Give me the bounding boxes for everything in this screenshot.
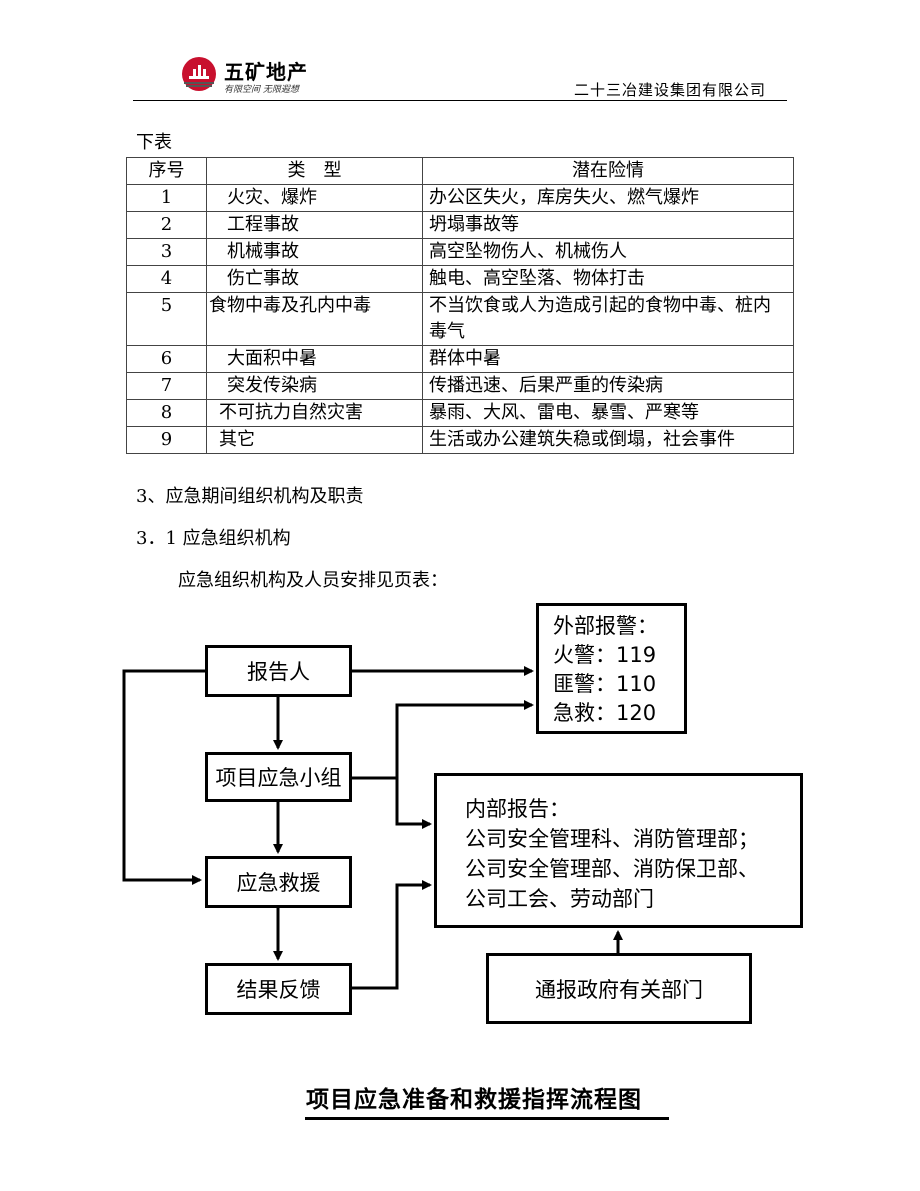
node-feedback: 结果反馈	[205, 963, 352, 1015]
cell-no: 7	[126, 372, 207, 400]
cell-risk: 触电、高空坠落、物体打击	[422, 265, 794, 293]
flowchart-caption: 项目应急准备和救援指挥流程图	[306, 1087, 642, 1113]
internal-line-3: 公司工会、劳动部门	[465, 887, 654, 911]
cell-risk: 坍塌事故等	[422, 211, 794, 239]
node-reporter-label: 报告人	[247, 660, 310, 684]
cell-type: 食物中毒及孔内中毒	[206, 292, 423, 346]
table-row: 9 其它 生活或办公建筑失稳或倒塌，社会事件	[126, 426, 794, 454]
cell-no: 3	[126, 238, 207, 266]
risk-table: 序号 类 型 潜在险情 1 火灾、爆炸 办公区失火，库房失火、燃气爆炸 2 工程…	[126, 157, 794, 454]
cell-no: 4	[126, 265, 207, 293]
cell-type: 火灾、爆炸	[206, 184, 423, 212]
cell-risk: 不当饮食或人为造成引起的食物中毒、桩内毒气	[422, 292, 794, 346]
header-divider	[133, 100, 787, 101]
internal-title: 内部报告：	[465, 797, 570, 821]
cell-type: 突发传染病	[206, 372, 423, 400]
table-row: 1 火灾、爆炸 办公区失火，库房失火、燃气爆炸	[126, 184, 794, 212]
cell-risk: 群体中暑	[422, 345, 794, 373]
paragraph: 应急组织机构及人员安排见页表：	[178, 570, 448, 591]
cell-no: 9	[126, 426, 207, 454]
arrow-team-to-internal	[395, 778, 432, 829]
table-row: 5 食物中毒及孔内中毒 不当饮食或人为造成引起的食物中毒、桩内毒气	[126, 292, 794, 346]
caption-underline	[305, 1117, 669, 1120]
node-feedback-label: 结果反馈	[236, 978, 321, 1002]
cell-type: 其它	[206, 426, 423, 454]
arrow-team-to-external	[352, 700, 534, 780]
node-internal-report: 内部报告： 公司安全管理科、消防管理部； 公司安全管理部、消防保卫部、 公司工会…	[434, 773, 803, 928]
company-name: 二十三冶建设集团有限公司	[574, 81, 767, 99]
table-row: 8 不可抗力自然灾害 暴雨、大风、雷电、暴雪、严寒等	[126, 399, 794, 427]
table-row: 3 机械事故 高空坠物伤人、机械伤人	[126, 238, 794, 266]
intro-text: 下表	[136, 132, 172, 153]
brand-slogan: 有限空间 无限遐想	[224, 85, 299, 95]
arrow-reporter-to-rescue-loop	[122, 669, 205, 885]
node-emergency-team-label: 项目应急小组	[215, 766, 342, 790]
cell-type: 机械事故	[206, 238, 423, 266]
node-external-alarm: 外部报警： 火警：119 匪警：110 急救：120	[536, 603, 687, 734]
node-rescue: 应急救援	[205, 856, 352, 908]
cell-risk: 高空坠物伤人、机械伤人	[422, 238, 794, 266]
node-government-label: 通报政府有关部门	[535, 977, 703, 1002]
table-row: 2 工程事故 坍塌事故等	[126, 211, 794, 239]
column-header-risk: 潜在险情	[422, 157, 794, 185]
arrow-feedback-to-internal	[352, 880, 432, 990]
external-title: 外部报警：	[553, 614, 658, 638]
cell-risk: 办公区失火，库房失火、燃气爆炸	[422, 184, 794, 212]
internal-line-2: 公司安全管理部、消防保卫部、	[465, 857, 759, 881]
internal-line-1: 公司安全管理科、消防管理部；	[465, 827, 759, 851]
company-logo-icon	[180, 55, 218, 93]
node-emergency-team: 项目应急小组	[205, 752, 352, 802]
node-reporter: 报告人	[205, 645, 352, 697]
external-police: 匪警：110	[553, 672, 657, 696]
cell-risk: 生活或办公建筑失稳或倒塌，社会事件	[422, 426, 794, 454]
external-fire: 火警：119	[553, 643, 657, 667]
external-ambulance: 急救：120	[553, 701, 657, 725]
node-rescue-label: 应急救援	[236, 871, 321, 895]
table-row: 7 突发传染病 传播迅速、后果严重的传染病	[126, 372, 794, 400]
section-heading: 3、应急期间组织机构及职责	[136, 486, 364, 507]
node-government: 通报政府有关部门	[486, 953, 752, 1024]
subsection-heading: 3．1 应急组织机构	[136, 528, 291, 549]
brand-name: 五矿地产	[224, 60, 308, 84]
